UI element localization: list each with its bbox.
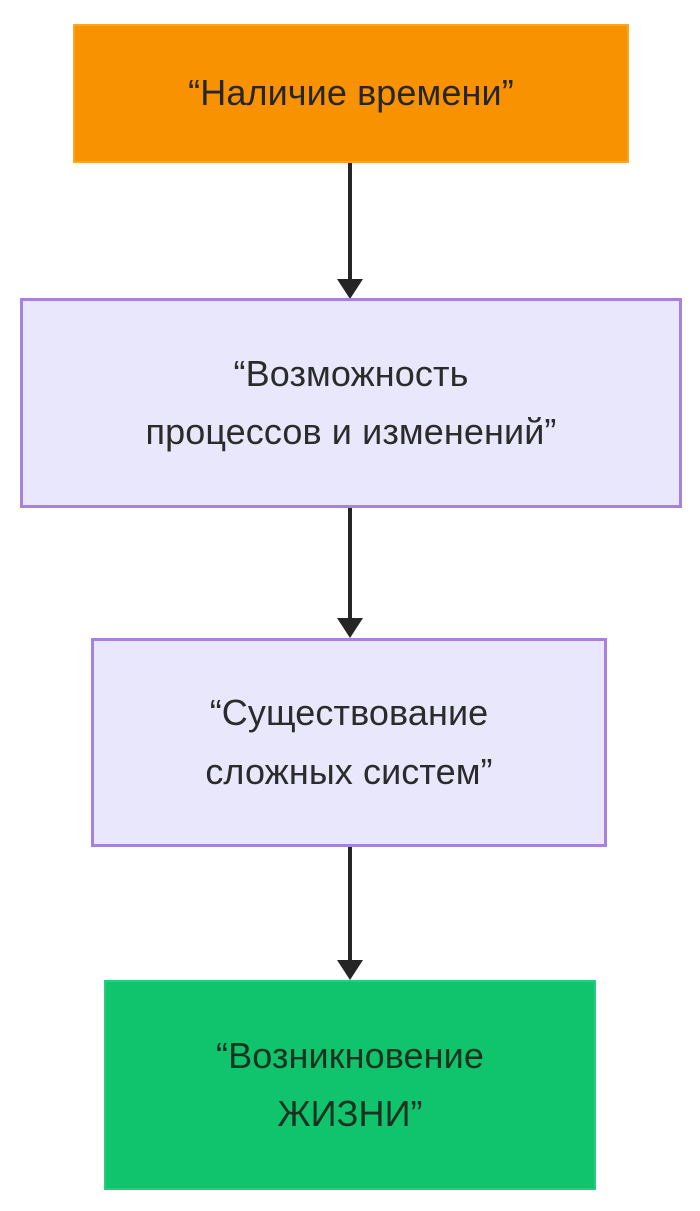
node-possibility-of-processes-line-2: процессов и изменений” [145, 411, 557, 452]
node-possibility-of-processes[interactable]: “Возможность процессов и изменений” [20, 298, 682, 508]
edge-systems-life-icon [337, 847, 363, 980]
node-emergence-of-life-line-1: “Возникновение [216, 1034, 484, 1076]
node-emergence-of-life[interactable]: “Возникновение ЖИЗНИ” [104, 980, 596, 1190]
edge-processes-systems-icon [337, 508, 363, 638]
node-existence-of-complex-systems-line-2: сложных систем” [205, 750, 493, 792]
node-emergence-of-life-line-2: ЖИЗНИ” [277, 1093, 423, 1134]
node-existence-of-complex-systems[interactable]: “Существование сложных систем” [91, 638, 607, 847]
node-time-availability[interactable]: “Наличие времени” [73, 24, 629, 163]
edge-time-processes-icon [337, 163, 363, 299]
node-possibility-of-processes-line-1: “Возможность [233, 352, 469, 394]
node-existence-of-complex-systems-line-1: “Существование [209, 692, 489, 734]
node-time-availability-line-1: “Наличие времени” [188, 72, 514, 114]
